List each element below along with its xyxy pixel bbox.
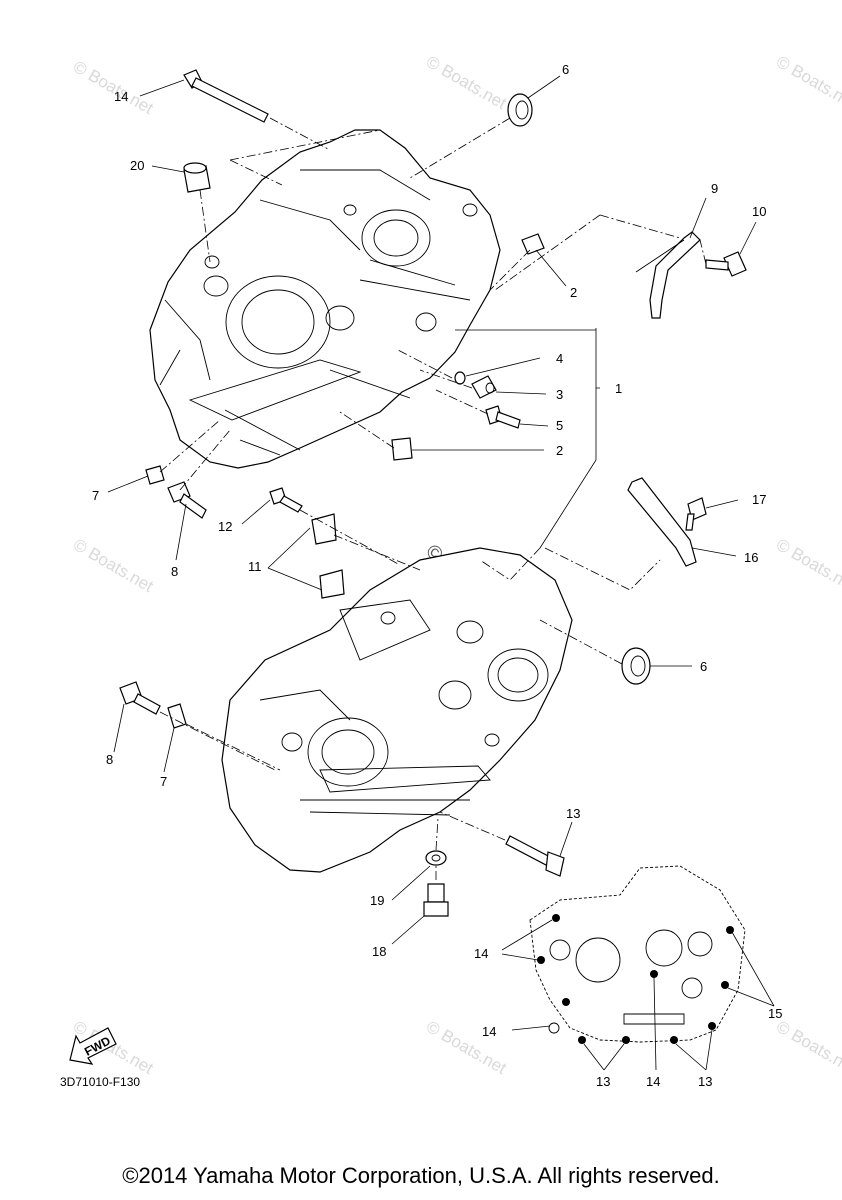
bolt-17 bbox=[685, 497, 707, 531]
inset-crankcase-view bbox=[501, 865, 775, 1071]
washer-7-lower bbox=[167, 703, 187, 729]
oil-seal-6-top bbox=[507, 93, 533, 127]
bolt-10 bbox=[705, 251, 747, 277]
washer-19 bbox=[425, 850, 447, 866]
callout-17: 17 bbox=[752, 492, 766, 507]
copyright-notice: ©2014 Yamaha Motor Corporation, U.S.A. A… bbox=[122, 1163, 720, 1188]
callout-6: 6 bbox=[700, 659, 707, 674]
watermark: © Boats.net bbox=[423, 1017, 510, 1078]
bolt-5 bbox=[485, 405, 521, 429]
plate-11-top bbox=[311, 513, 337, 545]
callout-18: 18 bbox=[372, 944, 386, 959]
bolt-8-lower bbox=[119, 681, 161, 715]
washer-7-upper bbox=[145, 465, 165, 485]
leader-lines bbox=[107, 75, 757, 945]
callout-5: 5 bbox=[556, 418, 563, 433]
callout-8: 8 bbox=[106, 752, 113, 767]
oil-seal-6-lower bbox=[621, 647, 651, 685]
callout-numbers: 1 2 2 3 4 5 6 6 7 7 8 8 9 10 11 12 13 14… bbox=[92, 62, 782, 1089]
bracket-9 bbox=[635, 231, 701, 319]
dowel-pin-2-top bbox=[521, 233, 545, 255]
bolt-12 bbox=[269, 487, 303, 513]
inset-callout-14: 14 bbox=[646, 1074, 660, 1089]
callout-3: 3 bbox=[556, 387, 563, 402]
callout-2: 2 bbox=[570, 285, 577, 300]
inset-callout-13: 13 bbox=[698, 1074, 712, 1089]
upper-crankcase bbox=[149, 129, 501, 469]
callout-10: 10 bbox=[752, 204, 766, 219]
inset-callout-14: 14 bbox=[482, 1024, 496, 1039]
dowel-20 bbox=[183, 162, 211, 193]
lower-crankcase bbox=[221, 547, 573, 873]
callout-11: 11 bbox=[248, 559, 262, 574]
callout-16: 16 bbox=[744, 550, 758, 565]
callout-20: 20 bbox=[130, 158, 144, 173]
callout-7: 7 bbox=[92, 488, 99, 503]
watermark: © Boats.net bbox=[423, 52, 510, 113]
callout-8: 8 bbox=[171, 564, 178, 579]
callout-14: 14 bbox=[114, 89, 128, 104]
bolt-14 bbox=[183, 69, 269, 123]
callout-4: 4 bbox=[556, 351, 563, 366]
callout-1: 1 bbox=[615, 381, 622, 396]
callout-12: 12 bbox=[218, 519, 232, 534]
callout-7: 7 bbox=[160, 774, 167, 789]
callout-6: 6 bbox=[562, 62, 569, 77]
watermark: © Boats.net bbox=[773, 1017, 842, 1078]
diagram-reference-code: 3D71010-F130 bbox=[60, 1075, 140, 1089]
inset-callout-15: 15 bbox=[768, 1006, 782, 1021]
bolt-13 bbox=[505, 835, 565, 877]
drain-bolt-18 bbox=[423, 883, 449, 917]
dowel-pin-2-bottom bbox=[391, 437, 413, 461]
inset-callout-13: 13 bbox=[596, 1074, 610, 1089]
callout-13: 13 bbox=[566, 806, 580, 821]
callout-9: 9 bbox=[711, 181, 718, 196]
watermark: © Boats.net bbox=[773, 535, 842, 596]
inset-callout-14: 14 bbox=[474, 946, 488, 961]
watermark: © Boats.net bbox=[773, 52, 842, 113]
plate-11-bottom bbox=[319, 569, 345, 599]
guide-16 bbox=[627, 477, 697, 567]
watermark: © Boats.net bbox=[70, 535, 157, 596]
watermark: © Boats.net bbox=[70, 57, 157, 118]
callout-19: 19 bbox=[370, 893, 384, 908]
callout-2: 2 bbox=[556, 443, 563, 458]
o-ring-4 bbox=[454, 371, 466, 385]
oil-jet-3 bbox=[471, 375, 497, 399]
bolt-8-upper bbox=[167, 481, 207, 519]
